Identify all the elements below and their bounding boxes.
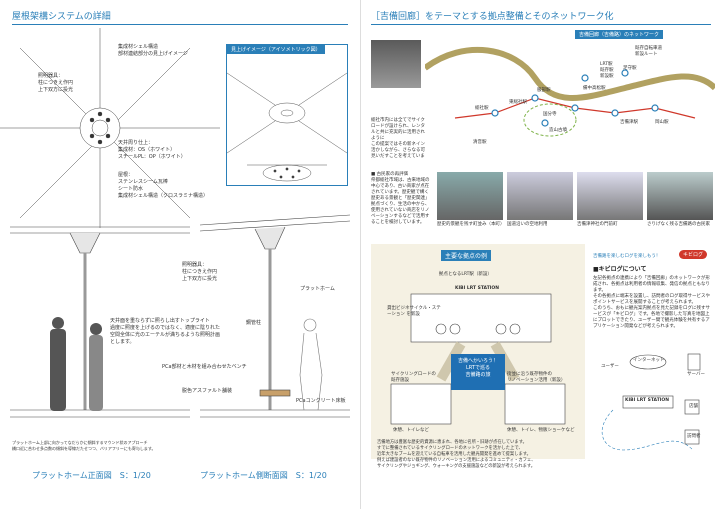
right-page-title: ［吉備回廊］をテーマとする拠点整備とそのネットワーク化 bbox=[371, 12, 614, 22]
diagram-station: KIBI LRT STATION bbox=[625, 398, 670, 403]
iso-drawing bbox=[227, 72, 347, 182]
station-label-ashimori: 足守駅 bbox=[623, 66, 637, 71]
note-toplight: 天井面を重ならずに照らし出すトップライト 過度に照度を上げるのではなく、適度に陰… bbox=[110, 318, 221, 345]
note-light-mid: 照明器具： 柱につきえ作円 上下双方に投光 bbox=[182, 262, 218, 282]
legend-line-existing: 既存自転車道 bbox=[635, 46, 662, 51]
kibilog-badge: キビログ bbox=[679, 250, 708, 259]
iso-view-box: 見上げイメージ（アイソメトリック図） bbox=[226, 44, 348, 186]
note-pca: PCaコンクリート床板 bbox=[296, 398, 346, 404]
hub-bottom-text: 吉備地方は豊富な歴史的資源に恵まれ、各地に名所・旧跡が点在しています。 すでに整… bbox=[377, 440, 536, 469]
hub-diagram bbox=[390, 293, 566, 425]
shell-plan-drawing bbox=[0, 28, 220, 228]
hub-box-title: 主要な拠点の例 bbox=[441, 250, 492, 261]
hub-box: 主要な拠点の例 拠点となるLRT駅（新設） KIBI LRT STATION 貸… bbox=[371, 244, 585, 459]
kibilog-title: ■キビログについて bbox=[593, 266, 647, 273]
diagram-visitor: 訪問者 bbox=[687, 434, 701, 439]
rest-left: 休憩、トイレなど bbox=[393, 428, 429, 433]
note-ceiling: 天井周り仕上： 集成材：OS（ホワイト） スチールPL：OP（ホワイト） bbox=[118, 140, 186, 160]
kibilog-text: 左記各拠点の連携により「吉備回廊」のネットワークが形成され、各拠点は利用者の情報… bbox=[593, 276, 711, 329]
map-legend: LRT駅 既存駅 新設駅 bbox=[600, 62, 614, 80]
kibilog-lead: 吉備路を楽しむログを楽しもう！ bbox=[593, 254, 661, 259]
rental-note: 貸出ビジネサイクル・ステーション を新設 bbox=[387, 306, 441, 317]
photo-vacant-lot bbox=[507, 172, 573, 220]
photo-honmachi bbox=[437, 172, 503, 220]
iso-label: 見上げイメージ（アイソメトリック図） bbox=[227, 45, 325, 54]
note-roof: 屋根： ステンレスシーム瓦棒 シート防水 集成材シェル構造（クロスラミナ構造） bbox=[118, 172, 209, 199]
station-label-okayama: 岡山駅 bbox=[655, 120, 669, 125]
diagram-user: ユーザー bbox=[601, 364, 619, 369]
diagram-shop: 店舗 bbox=[689, 404, 698, 409]
legend-lrt: LRT駅 bbox=[600, 62, 613, 67]
center-badge: 吉備へかいろう！ LRTで巡る 吉備路の旅 bbox=[451, 354, 505, 390]
note-asphalt: 脱色アスファルト舗装 bbox=[182, 388, 233, 394]
note-shell: 集成材シェル構造 部材連結部分の見上げイメージ bbox=[118, 44, 188, 57]
note-column: 鋼管柱 bbox=[246, 320, 262, 326]
photo-caption-2: 国道沿いの空地利用 bbox=[507, 222, 548, 227]
note-platform: プラットホーム bbox=[300, 286, 335, 292]
right-title-rule bbox=[371, 24, 711, 25]
map-title: 吉備回廊（吉備路）のネットワーク bbox=[575, 30, 664, 39]
rest-right: 休憩、トイレ、物販ショーケなど bbox=[507, 428, 575, 433]
photo-caption-3: 吉備津神社の門前町 bbox=[577, 222, 618, 227]
map-legend-lines: 既存自転車道 新設ルート bbox=[635, 46, 662, 58]
caption-front: プラットホーム正面図 S：1/20 bbox=[32, 471, 151, 480]
note-bottom: プラットホーム上部に向かってなだらかに傾斜するマウンド状のアプローチ 橋口近に合… bbox=[12, 440, 156, 451]
station-label-bitchu-takamatsu: 備中高松駅 bbox=[583, 86, 606, 91]
label-tsukuriyama: 造山古墳 bbox=[549, 128, 567, 133]
station-photo bbox=[371, 40, 421, 88]
network-map: 吉備回廊（吉備路）のネットワーク 既存自転車道 新設ルート LRT駅 既存駅 新… bbox=[423, 28, 718, 168]
cycling-label: サイクリングロードの 既存施設 bbox=[391, 372, 436, 383]
left-network-note: 総社市内には全てでサイクリングロードが設けられ、レンタサイクルと共に充実的に活用… bbox=[371, 118, 439, 159]
station-label-soja: 総社駅 bbox=[475, 106, 489, 111]
caption-side: プラットホーム側断面図 S：1/20 bbox=[200, 471, 327, 480]
left-title-rule bbox=[12, 24, 348, 25]
station-label-higashi-soja: 東総社駅 bbox=[509, 100, 527, 105]
station-label-kibitsu: 吉備津駅 bbox=[620, 120, 638, 125]
photo-old-house bbox=[647, 172, 713, 220]
legend-existing: 既存駅 bbox=[600, 68, 614, 73]
renovation-label: 街並に沿う既存物件の リノベーション活用（新設） bbox=[507, 372, 566, 383]
photo-caption-1: 歴史的景観を残す町並み（本町） bbox=[437, 222, 505, 227]
left-page: 屋根架構システムの詳細 集成材シェル構造 部材連結部分の見上げイメージ 照明器具… bbox=[0, 12, 351, 480]
legend-new: 新設駅 bbox=[600, 74, 614, 79]
bottom-network-note: ■ 古民家の再評価 県都総社市域は、古来地域の中心であり、古い商家が点在されてい… bbox=[371, 172, 430, 225]
left-page-title: 屋根架構システムの詳細 bbox=[12, 12, 111, 22]
network-map-drawing bbox=[423, 46, 718, 137]
note-light-top: 照明器具： 柱につきえ作円 上下双方に投光 bbox=[38, 73, 74, 93]
label-kokubunji: 国分寺 bbox=[543, 112, 557, 117]
diagram-internet: インターネット bbox=[633, 358, 665, 363]
kibilog-diagram bbox=[601, 353, 701, 451]
note-bench: PCa部材と木材を組み合わせたベンチ bbox=[162, 364, 247, 370]
station-label-hattori: 服部駅 bbox=[537, 88, 551, 93]
right-page: ［吉備回廊］をテーマとする拠点整備とそのネットワーク化 総社市内には全てでサイク… bbox=[360, 0, 720, 509]
platform-elevation-drawing bbox=[10, 214, 351, 418]
photo-caption-4: さりげなく残る吉備路の古民家 bbox=[647, 222, 710, 227]
legend-line-new: 新設ルート bbox=[635, 52, 658, 57]
photo-kibitsu-shrine bbox=[577, 172, 643, 220]
diagram-server: サーバー bbox=[687, 372, 705, 377]
hub-station-label: 拠点となるLRT駅（新設） bbox=[439, 272, 492, 277]
kibi-station-sign: KIBI LRT STATION bbox=[455, 286, 500, 291]
station-label-kiyone: 清音駅 bbox=[473, 140, 487, 145]
